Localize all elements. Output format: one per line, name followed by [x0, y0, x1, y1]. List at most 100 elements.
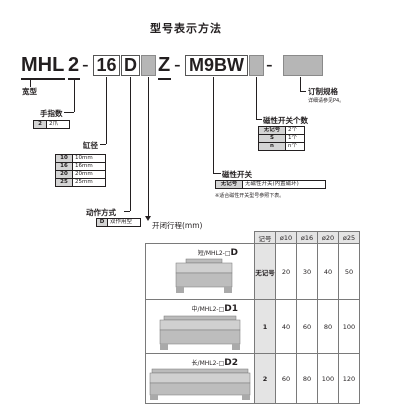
leader-fingers	[74, 79, 75, 112]
row-code: 1	[254, 299, 276, 354]
bore-key: 16	[55, 162, 73, 171]
switch-count-key: n	[258, 142, 286, 151]
bore-desc: 25mm	[72, 178, 106, 187]
leader-action	[130, 77, 131, 211]
leader-order	[300, 77, 301, 91]
switch-note: ※适合磁性开关型号参照下表。	[215, 193, 285, 199]
leader-switch-count-h	[256, 119, 262, 120]
table-row: 长/MHL2-□D2 2 60 80 100 120	[145, 353, 360, 404]
label-action: 动作方式	[86, 208, 116, 217]
stroke-value: 20	[275, 243, 297, 300]
table-row: 短/MHL2-□D 无记号 20 30 40 50	[145, 243, 360, 300]
switch-count-key: S	[258, 134, 286, 143]
stroke-value: 120	[338, 353, 360, 404]
header-code: 记号	[254, 231, 276, 244]
label-kuanxing: 宽型	[22, 87, 37, 96]
model-label-short: 短/MHL2-□D	[198, 248, 238, 258]
header-bore-20: ø20	[317, 231, 339, 244]
table-row: 无记号 无磁性开关(内置磁环)	[215, 180, 326, 189]
gripper-short-drawing	[175, 258, 233, 293]
switch-count-desc: 1个	[285, 134, 305, 143]
label-switch-count: 磁性开关个数	[263, 116, 308, 125]
leader-bore-h	[100, 144, 106, 145]
stroke-value: 30	[296, 243, 318, 300]
table-row: 2 2爪	[33, 120, 70, 129]
fingers-desc: 2爪	[46, 120, 70, 129]
fingers-key: 2	[33, 120, 47, 129]
leader-switch-count	[256, 77, 257, 119]
stroke-value: 80	[317, 299, 339, 354]
model-label-suffix: D	[230, 248, 238, 258]
header-bore-10: ø10	[275, 231, 297, 244]
leader-switch-h	[213, 173, 221, 174]
bore-key: 20	[55, 170, 73, 179]
gripper-medium-drawing	[159, 315, 241, 350]
stroke-table: 记号 ø10 ø16 ø20 ø25 短/MHL2-□D 无记号 20 30 4…	[145, 231, 360, 404]
code-switch-count-box	[249, 55, 264, 76]
stroke-value: 40	[317, 243, 339, 300]
action-desc: 双作用型	[107, 218, 141, 227]
label-bore: 缸径	[83, 141, 98, 150]
stroke-value: 80	[296, 353, 318, 404]
stroke-value: 60	[296, 299, 318, 354]
header-bore-25: ø25	[338, 231, 360, 244]
order-note: 详细请参见P4。	[308, 98, 345, 104]
action-key: D	[96, 218, 108, 227]
switch-count-desc: 2个	[285, 126, 305, 135]
gripper-image-medium: 中/MHL2-□D1	[145, 299, 255, 354]
leader-action-h	[124, 211, 130, 212]
code-switch-box: M9BW	[185, 55, 248, 76]
switch-table: 无记号 无磁性开关(内置磁环)	[215, 180, 326, 189]
label-stroke: 开闭行程(mm)	[152, 221, 203, 230]
code-bore-box: 16	[93, 55, 120, 76]
model-label-prefix: 长/MHL2-□	[191, 360, 225, 367]
label-fingers: 手指数	[40, 109, 63, 118]
stroke-value: 100	[338, 299, 360, 354]
gripper-image-long: 长/MHL2-□D2	[145, 353, 255, 404]
row-code: 2	[254, 353, 276, 404]
code-order-box	[283, 55, 323, 76]
code-series: MHL	[21, 54, 65, 76]
switch-count-key: 无记号	[258, 126, 286, 135]
stroke-value: 100	[317, 353, 339, 404]
code-dash-3: -	[266, 54, 273, 76]
fingers-table: 2 2爪	[33, 120, 70, 129]
gripper-long-drawing	[149, 368, 251, 400]
code-stroke-box	[141, 55, 156, 76]
model-label-long: 长/MHL2-□D2	[192, 358, 238, 368]
model-label-prefix: 中/MHL2-□	[191, 306, 225, 313]
leader-bore	[106, 77, 107, 144]
bore-desc: 20mm	[72, 170, 106, 179]
bore-key: 10	[55, 154, 73, 163]
table-header-row: 记号 ø10 ø16 ø20 ø25	[145, 231, 360, 244]
model-label-suffix: D1	[224, 304, 238, 314]
table-row: D 双作用型	[96, 218, 141, 227]
switch-desc: 无磁性开关(内置磁环)	[242, 180, 326, 189]
stroke-value: 50	[338, 243, 360, 300]
code-z: Z	[158, 54, 171, 76]
stroke-value: 40	[275, 299, 297, 354]
label-order: 订制规格	[308, 87, 338, 96]
leader-stroke	[148, 77, 149, 217]
code-type-box: D	[121, 55, 140, 76]
table-row: 中/MHL2-□D1 1 40 60 80 100	[145, 299, 360, 354]
empty-header	[145, 231, 255, 244]
gripper-image-short: 短/MHL2-□D	[145, 243, 255, 300]
stroke-value: 60	[275, 353, 297, 404]
arrow-down-icon	[145, 216, 151, 221]
header-bore-16: ø16	[296, 231, 318, 244]
label-switch: 磁性开关	[222, 170, 252, 179]
bore-desc: 10mm	[72, 154, 106, 163]
underline-series	[21, 78, 65, 80]
model-label-prefix: 短/MHL2-□	[197, 250, 231, 257]
leader-order-h	[300, 91, 306, 92]
bore-key: 25	[55, 178, 73, 187]
